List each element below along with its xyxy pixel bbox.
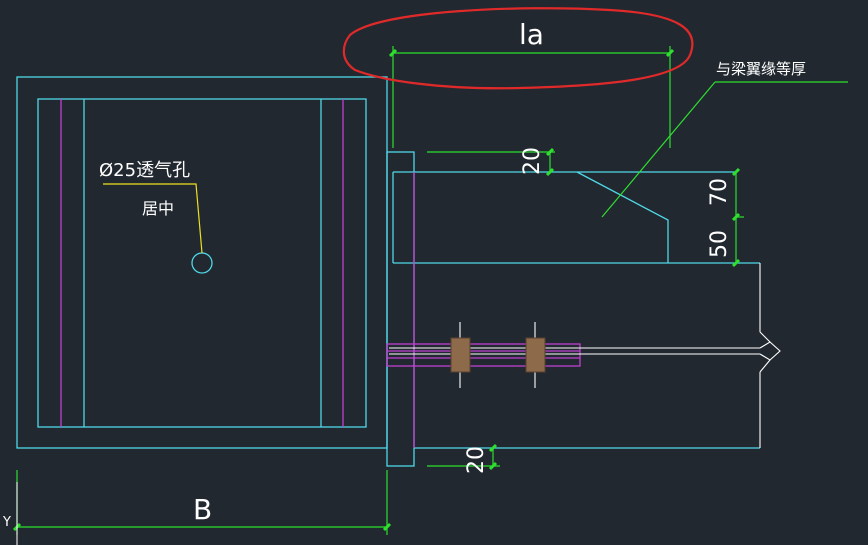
break-line-upper-end	[759, 331, 771, 343]
end-plate	[386, 151, 415, 467]
flange-note-label: 与梁翼缘等厚	[716, 60, 806, 78]
break-symbol-web	[759, 341, 781, 361]
bolt-2	[525, 337, 546, 373]
dim-la-label: la	[519, 18, 544, 51]
flange-note-leader	[601, 81, 716, 218]
dim-50-label: 50	[707, 230, 732, 258]
ucs-y-label: Y	[2, 515, 11, 530]
column-section	[16, 76, 760, 467]
dimension-ticks	[12, 48, 741, 532]
vent-hole-leader	[103, 183, 203, 254]
column-outer-outline	[16, 76, 388, 449]
web-plate-magenta	[386, 343, 581, 367]
red-highlight-mark	[342, 7, 694, 90]
dim-b-label: B	[193, 493, 212, 526]
vent-hole-label: Ø25透气孔	[99, 160, 190, 181]
dim-20-top-label: 20	[520, 147, 545, 175]
stiffener-plate	[576, 171, 669, 263]
bolts	[450, 337, 546, 373]
dimension-lines	[16, 46, 848, 535]
centered-label: 居中	[142, 199, 174, 218]
column-inner-outline	[37, 98, 367, 428]
dim-70-label: 70	[707, 178, 732, 206]
vent-hole-circle	[191, 252, 213, 274]
bolt-1	[450, 337, 471, 373]
break-line-lower-end	[759, 359, 771, 373]
beam-web	[389, 263, 781, 448]
dim-20-bottom-label: 20	[464, 446, 489, 474]
magenta-lines	[60, 99, 581, 448]
